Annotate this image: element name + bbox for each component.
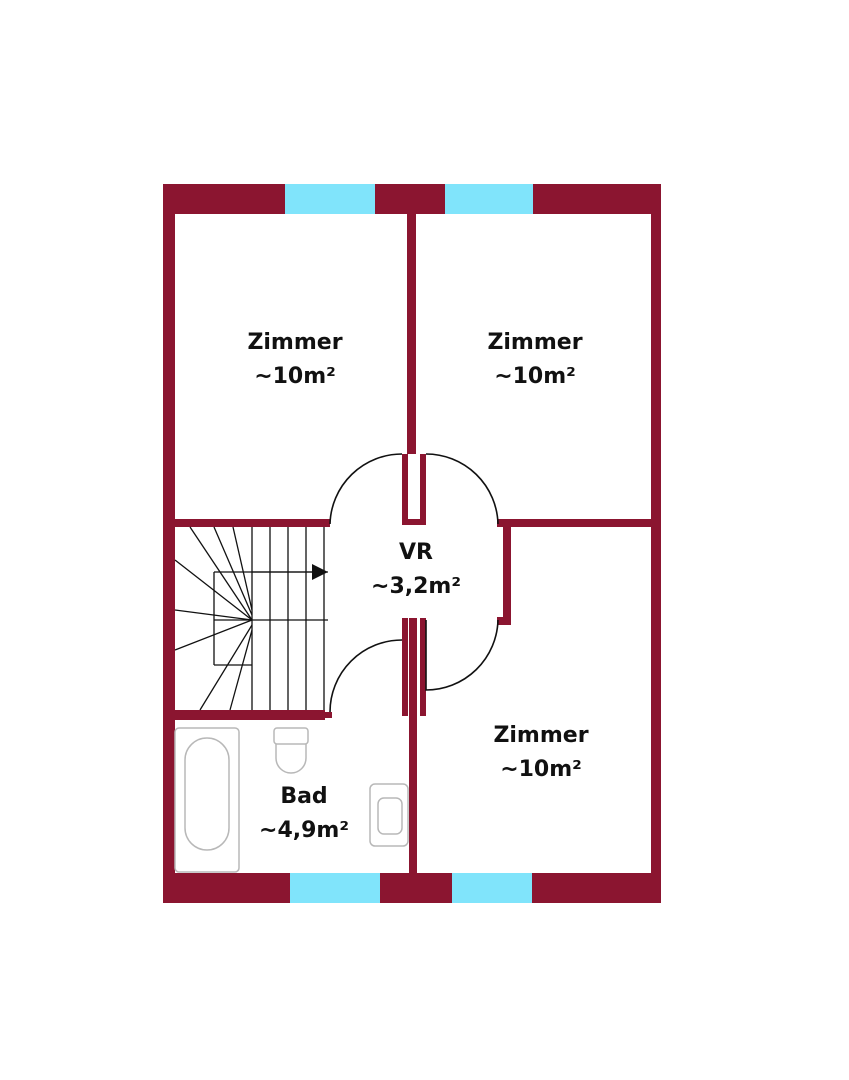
- interior-walls: [175, 214, 651, 873]
- wall-vr-right: [503, 525, 511, 625]
- door-icon: [329, 639, 403, 713]
- window-icon: [445, 184, 533, 214]
- sink-icon: [369, 783, 409, 847]
- room-label-vr: VR ~3,2m²: [336, 536, 496, 604]
- room-name: Zimmer: [493, 723, 589, 748]
- toilet-icon: [273, 727, 309, 774]
- bottom-wall: [163, 873, 661, 903]
- wall-center-stub-right: [420, 454, 426, 524]
- wall-center-lower: [409, 618, 417, 873]
- bathroom-fixtures: [174, 727, 409, 873]
- room-label-zimmer-bottom-right: Zimmer ~10m²: [461, 719, 621, 787]
- wall-stair-bottom-step: [318, 712, 332, 718]
- wall-center-upper: [407, 214, 416, 454]
- door-icon: [425, 453, 499, 525]
- door-icon: [425, 619, 499, 691]
- doors: [329, 453, 499, 713]
- right-wall: [651, 184, 661, 903]
- door-icon: [329, 453, 403, 525]
- bathtub-icon: [174, 727, 240, 873]
- window-icon: [290, 873, 380, 903]
- windows: [285, 184, 533, 903]
- wall-vr-bottom-right: [497, 617, 511, 625]
- room-area: ~10m²: [500, 757, 582, 782]
- wall-stair-bottom: [175, 710, 325, 720]
- room-name: Zimmer: [487, 330, 583, 355]
- outer-walls: [163, 184, 661, 903]
- room-name: VR: [399, 540, 433, 565]
- room-area: ~4,9m²: [259, 818, 349, 843]
- top-wall: [163, 184, 661, 214]
- wall-center-lower-left: [402, 618, 408, 716]
- wall-center-lower-right: [420, 618, 426, 716]
- room-area: ~10m²: [494, 364, 576, 389]
- room-label-zimmer-top-right: Zimmer ~10m²: [455, 326, 615, 394]
- window-icon: [452, 873, 532, 903]
- room-area: ~3,2m²: [371, 574, 461, 599]
- stairs-icon: [174, 526, 328, 711]
- wall-center-stub-left: [402, 454, 408, 524]
- room-label-bad: Bad ~4,9m²: [224, 780, 384, 848]
- left-wall: [163, 184, 175, 903]
- wall-hall-left: [175, 519, 330, 527]
- room-name: Zimmer: [247, 330, 343, 355]
- wall-hall-vr-top: [402, 519, 426, 525]
- room-name: Bad: [280, 784, 328, 809]
- stairs-arrow-head: [312, 564, 328, 580]
- window-icon: [285, 184, 375, 214]
- room-label-zimmer-top-left: Zimmer ~10m²: [215, 326, 375, 394]
- room-area: ~10m²: [254, 364, 336, 389]
- wall-hall-right: [497, 519, 651, 527]
